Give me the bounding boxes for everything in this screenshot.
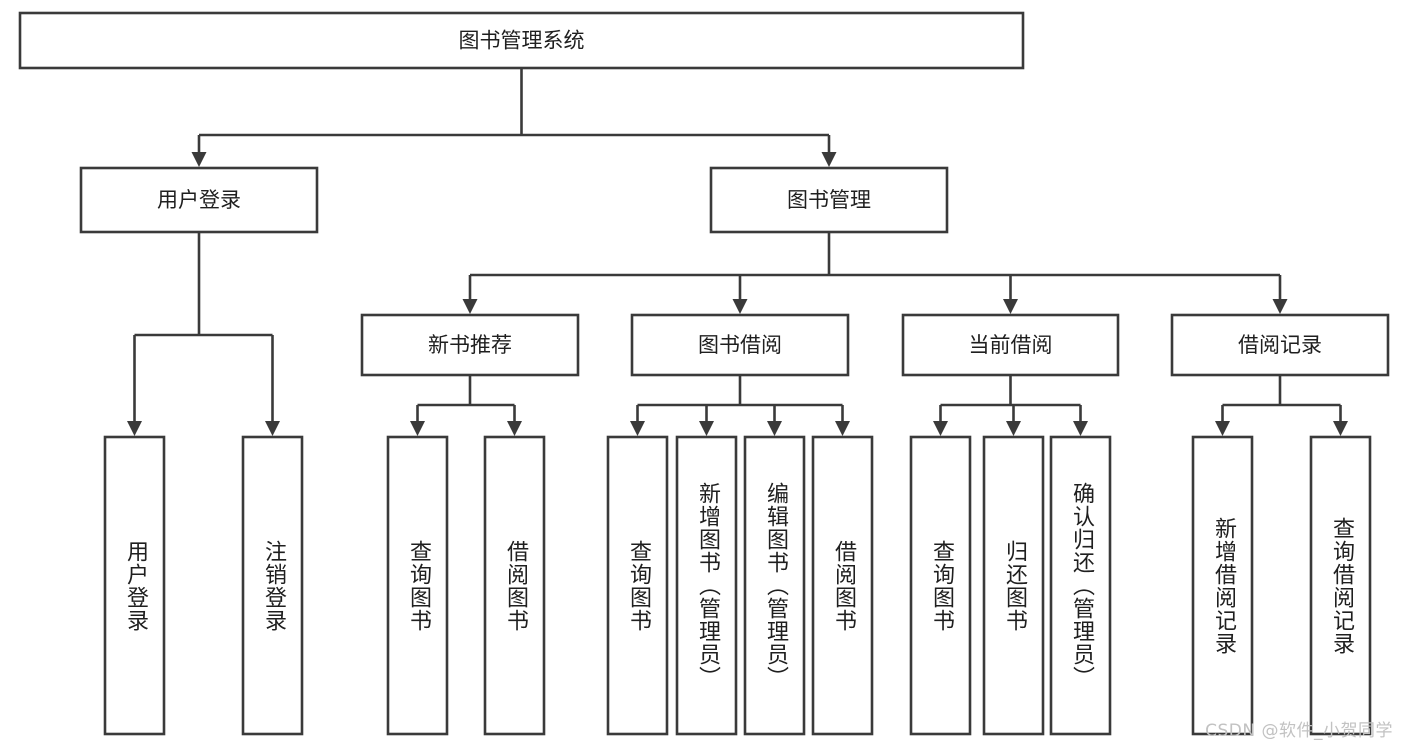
conn-l2-1-arrow-0 — [630, 421, 645, 436]
leaf-当前借阅-归还图书-1[interactable] — [982, 435, 1045, 736]
node-root-图书管理系统[interactable]: 图书管理系统 — [18, 11, 1025, 70]
leaf-借阅记录-查询借阅记录-1-rect — [1309, 435, 1372, 736]
node-l2-新书推荐-rect — [360, 313, 580, 377]
conn-l2-1-arrow-2 — [767, 421, 782, 436]
node-l2-当前借阅-rect — [901, 313, 1120, 377]
conn-mgmt-arrow-0 — [462, 299, 478, 314]
leaf-当前借阅-查询图书-0[interactable] — [909, 435, 972, 736]
leaf-新书推荐-查询图书-0-rect — [386, 435, 449, 736]
leaf-借阅记录-新增借阅记录-0[interactable] — [1191, 435, 1254, 736]
conn-root-arrow-1 — [821, 152, 837, 167]
node-l1-图书管理[interactable]: 图书管理 — [709, 166, 949, 234]
leaf-新书推荐-查询图书-0[interactable] — [386, 435, 449, 736]
node-l1-图书管理-label: 图书管理 — [787, 188, 871, 212]
leaf-login-注销登录-1-rect — [241, 435, 304, 736]
conn-mgmt-arrow-2 — [1003, 299, 1018, 314]
leaf-当前借阅-查询图书-0-rect — [909, 435, 972, 736]
leaf-图书借阅-借阅图书-3[interactable] — [811, 435, 874, 736]
node-l2-图书借阅-label: 图书借阅 — [698, 333, 782, 357]
leaf-借阅记录-新增借阅记录-0-rect — [1191, 435, 1254, 736]
connector-layer — [127, 68, 1348, 436]
conn-mgmt-arrow-1 — [732, 299, 748, 314]
conn-l2-2-arrow-2 — [1073, 421, 1088, 436]
leaf-图书借阅-新增图书管理员-1-rect — [675, 435, 738, 736]
conn-l2-3-arrow-1 — [1333, 421, 1348, 436]
node-l1-图书管理-rect — [709, 166, 949, 234]
conn-l2-2-arrow-1 — [1006, 421, 1021, 436]
node-l1-用户登录[interactable]: 用户登录 — [79, 166, 319, 234]
conn-l2-0-arrow-0 — [410, 421, 425, 436]
leaf-login-用户登录-0-rect — [103, 435, 166, 736]
node-root-图书管理系统-label: 图书管理系统 — [459, 29, 585, 53]
node-l2-借阅记录-rect — [1170, 313, 1390, 377]
leaf-图书借阅-查询图书-0[interactable] — [606, 435, 669, 736]
node-l1-用户登录-rect — [79, 166, 319, 234]
node-l2-借阅记录[interactable]: 借阅记录 — [1170, 313, 1390, 377]
leaf-login-注销登录-1[interactable] — [241, 435, 304, 736]
node-l1-用户登录-label: 用户登录 — [157, 188, 241, 212]
leaf-图书借阅-编辑图书管理员-2-rect — [743, 435, 806, 736]
leaf-图书借阅-新增图书管理员-1[interactable] — [675, 435, 738, 736]
leaf-图书借阅-查询图书-0-rect — [606, 435, 669, 736]
conn-mgmt-arrow-3 — [1272, 299, 1288, 314]
leaf-借阅记录-查询借阅记录-1[interactable] — [1309, 435, 1372, 736]
node-root-图书管理系统-rect — [18, 11, 1025, 70]
node-l2-图书借阅-rect — [630, 313, 850, 377]
conn-l2-1-arrow-3 — [835, 421, 850, 436]
node-l2-新书推荐-label: 新书推荐 — [428, 333, 512, 357]
conn-root-arrow-0 — [191, 152, 207, 167]
leaf-当前借阅-确认归还管理员-2[interactable] — [1049, 435, 1112, 736]
leaf-图书借阅-借阅图书-3-rect — [811, 435, 874, 736]
leaf-login-用户登录-0[interactable] — [103, 435, 166, 736]
conn-l2-1-arrow-1 — [699, 421, 714, 436]
leaf-新书推荐-借阅图书-1-rect — [483, 435, 546, 736]
node-l2-当前借阅-label: 当前借阅 — [969, 333, 1053, 357]
conn-l2-2-arrow-0 — [933, 421, 948, 436]
conn-l2-3-arrow-0 — [1215, 421, 1230, 436]
leaf-新书推荐-借阅图书-1[interactable] — [483, 435, 546, 736]
node-l2-借阅记录-label: 借阅记录 — [1238, 333, 1322, 357]
node-l2-新书推荐[interactable]: 新书推荐 — [360, 313, 580, 377]
leaf-当前借阅-归还图书-1-rect — [982, 435, 1045, 736]
conn-l2-0-arrow-1 — [507, 421, 522, 436]
conn-login-arrow-1 — [265, 421, 280, 436]
leaf-图书借阅-编辑图书管理员-2[interactable] — [743, 435, 806, 736]
conn-login-arrow-0 — [127, 421, 142, 436]
node-l2-图书借阅[interactable]: 图书借阅 — [630, 313, 850, 377]
watermark-label: CSDN @软件_小贺同学 — [1205, 721, 1393, 741]
leaf-当前借阅-确认归还管理员-2-rect — [1049, 435, 1112, 736]
node-l2-当前借阅[interactable]: 当前借阅 — [901, 313, 1120, 377]
